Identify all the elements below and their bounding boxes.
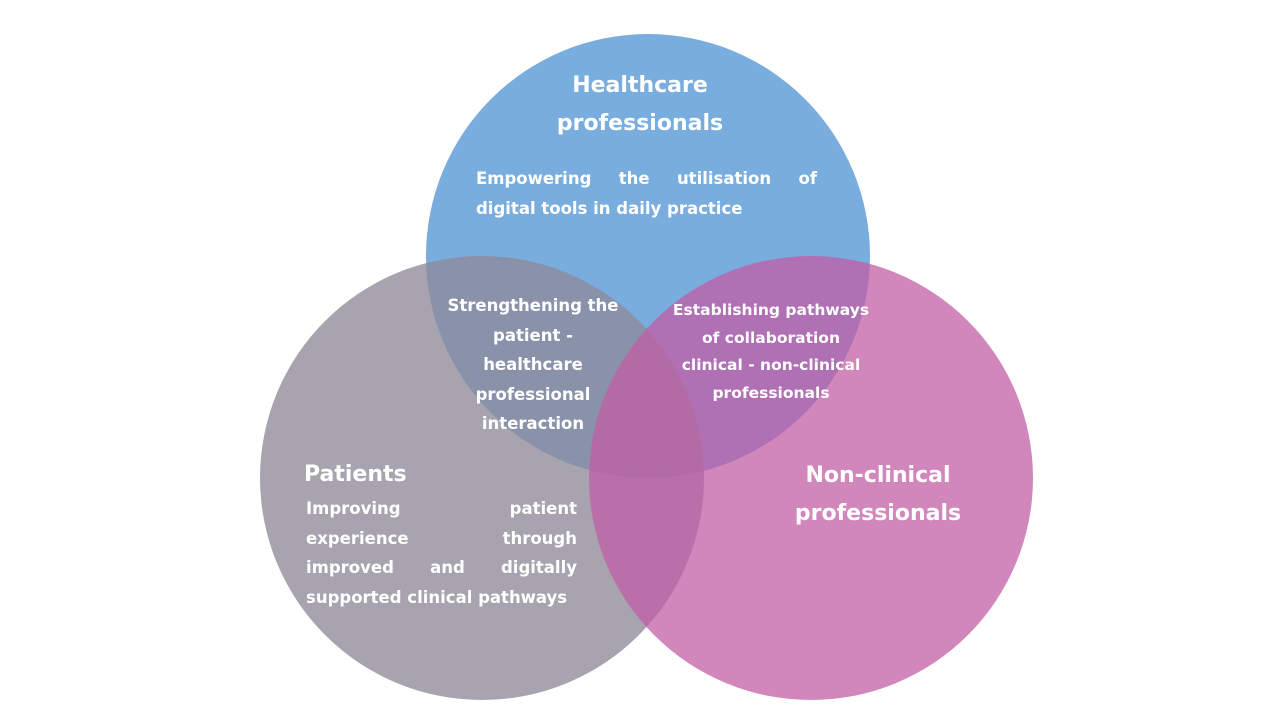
- healthcare-title-line1: Healthcare: [572, 73, 708, 98]
- overlap-patient-healthcare-label: Strengthening the patient - healthcare p…: [447, 296, 619, 433]
- overlap-healthcare-nonclinical-label: Establishing pathways of collaboration c…: [672, 301, 870, 402]
- healthcare-description: Empowering the utilisation of digital to…: [476, 169, 817, 218]
- healthcare-title: Healthcare professionals: [540, 67, 740, 143]
- patients-description: Improving patient experience through imp…: [306, 499, 577, 607]
- patients-circle: [260, 256, 704, 700]
- healthcare-title-line2: professionals: [556, 111, 724, 136]
- non-clinical-professionals-circle: [589, 256, 1033, 700]
- non-clinical-title-line2: professionals: [794, 501, 962, 526]
- non-clinical-title-line1: Non-clinical: [805, 463, 951, 488]
- patients-title: Patients: [304, 462, 407, 487]
- non-clinical-title: Non-clinical professionals: [768, 457, 988, 533]
